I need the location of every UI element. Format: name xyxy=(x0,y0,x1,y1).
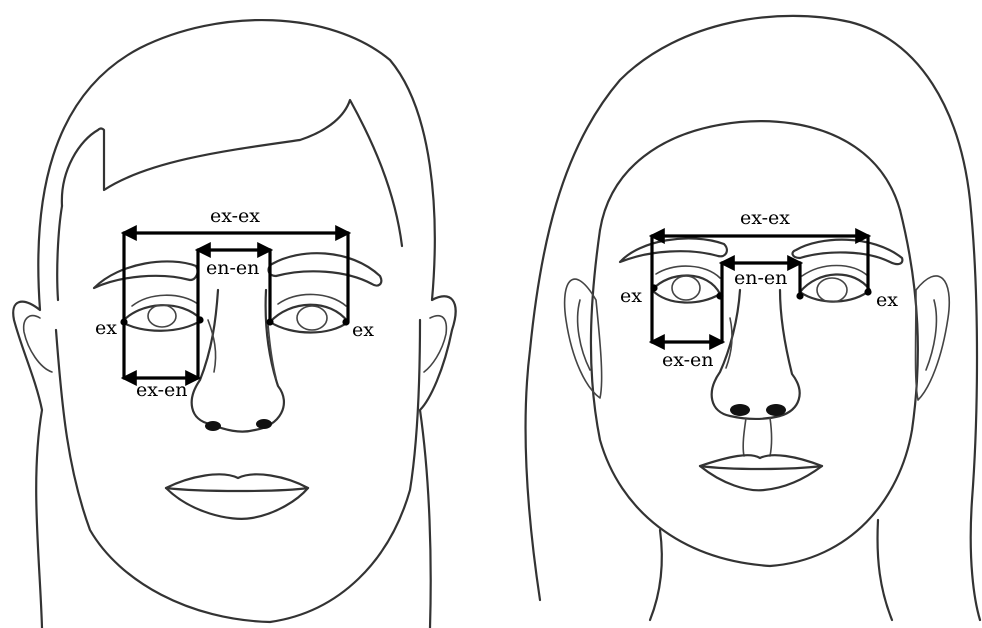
male-left-iris xyxy=(148,305,176,327)
female-label-ex-ex: ex-ex xyxy=(740,207,790,229)
female-label-ex-right: ex xyxy=(876,289,898,311)
male-right-iris xyxy=(297,306,327,330)
female-nose xyxy=(712,290,800,419)
female-ex-left-point xyxy=(650,284,657,291)
male-ex-right-point xyxy=(342,318,349,325)
male-head-outline xyxy=(13,20,455,628)
male-right-nostril xyxy=(256,419,272,429)
female-face-figure: ex-ex en-en ex-en ex ex xyxy=(525,16,980,620)
female-right-ear xyxy=(916,276,950,400)
female-en-right-point xyxy=(796,292,803,299)
female-neck-left xyxy=(650,530,662,620)
female-left-eye xyxy=(652,275,720,302)
female-ex-right-point xyxy=(864,288,871,295)
female-upper-lip xyxy=(700,455,822,469)
female-philtrum xyxy=(743,418,771,456)
female-label-ex-en: ex-en xyxy=(662,349,714,371)
female-right-iris xyxy=(817,278,847,302)
female-label-en-en: en-en xyxy=(734,267,787,289)
male-face-figure: ex-ex en-en ex-en ex ex xyxy=(13,20,455,628)
female-right-eyebrow xyxy=(793,240,903,264)
male-jaw-outline xyxy=(56,320,420,622)
male-label-ex-right: ex xyxy=(352,319,374,341)
male-lower-lip xyxy=(166,488,308,519)
male-en-right-point xyxy=(266,318,273,325)
female-neck-right xyxy=(878,520,892,620)
female-right-ear-inner xyxy=(926,300,936,370)
female-nose-bridge-left xyxy=(726,318,732,368)
female-left-iris xyxy=(672,276,700,300)
female-hair-outline xyxy=(525,16,980,620)
male-ex-left-point xyxy=(120,318,127,325)
male-temple-line xyxy=(57,206,62,300)
male-label-ex-en: ex-en xyxy=(136,379,188,401)
female-label-ex-left: ex xyxy=(620,285,642,307)
male-upper-lip xyxy=(166,474,308,491)
female-right-nostril xyxy=(766,404,786,416)
male-right-eye xyxy=(270,305,348,333)
female-en-left-point xyxy=(716,292,723,299)
female-left-ear-inner xyxy=(578,300,590,370)
male-label-ex-ex: ex-ex xyxy=(210,205,260,227)
male-left-nostril xyxy=(205,421,221,431)
male-en-left-point xyxy=(196,316,203,323)
male-right-eyebrow xyxy=(269,253,382,285)
female-left-ear xyxy=(565,279,602,398)
male-left-eyebrow xyxy=(94,261,198,288)
female-left-nostril xyxy=(730,404,750,416)
male-label-ex-left: ex xyxy=(95,317,117,339)
male-label-en-en: en-en xyxy=(206,257,259,279)
female-left-eyebrow xyxy=(620,238,727,262)
